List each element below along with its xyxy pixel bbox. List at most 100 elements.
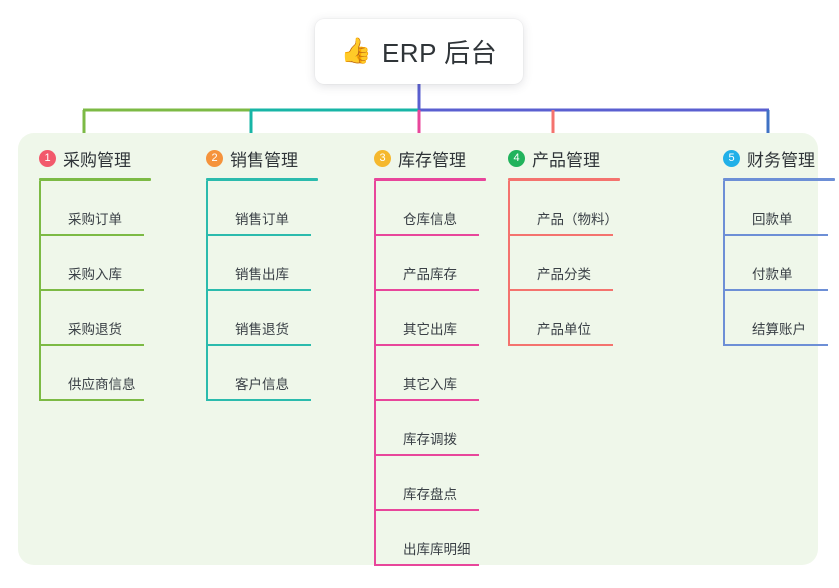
content-panel — [18, 133, 818, 565]
leaf-label: 供应商信息 — [68, 377, 136, 392]
leaf-list-5: 回款单付款单结算账户 — [723, 181, 828, 346]
column-underline-2 — [206, 178, 318, 181]
column-header-1[interactable]: 1 采购管理 — [18, 143, 185, 173]
leaf-list-4: 产品（物料） 产品分类产品单位 — [508, 181, 702, 346]
leaf-item[interactable]: 付款单 — [723, 236, 828, 291]
leaf-label: 产品单位 — [537, 322, 591, 337]
column-underline-3 — [374, 178, 486, 181]
leaf-underline — [39, 344, 144, 346]
leaf-label: 销售退货 — [235, 322, 289, 337]
column-3: 3 库存管理仓库信息产品库存其它出库其它入库库存调拨库存盘点出库库明细 — [353, 133, 487, 566]
leaf-item[interactable]: 产品分类 — [508, 236, 702, 291]
leaf-underline — [723, 344, 828, 346]
leaf-label: 结算账户 — [752, 322, 806, 337]
leaf-item[interactable]: 回款单 — [723, 181, 828, 236]
leaf-label: 付款单 — [752, 267, 793, 282]
leaf-underline — [206, 289, 311, 291]
leaf-item[interactable]: 产品库存 — [374, 236, 487, 291]
leaf-label: 产品分类 — [537, 267, 591, 282]
column-header-2[interactable]: 2 销售管理 — [185, 143, 353, 173]
leaf-item[interactable]: 销售出库 — [206, 236, 353, 291]
leaf-underline — [206, 344, 311, 346]
leaf-item[interactable]: 其它出库 — [374, 291, 487, 346]
leaf-item[interactable]: 出库库明细 — [374, 511, 487, 566]
leaf-item[interactable]: 销售退货 — [206, 291, 353, 346]
leaf-underline — [374, 234, 479, 236]
leaf-underline — [508, 344, 613, 346]
root-title-card[interactable]: 👍 ERP 后台 — [315, 19, 523, 84]
leaf-item[interactable]: 仓库信息 — [374, 181, 487, 236]
column-underline-4 — [508, 178, 620, 181]
leaf-label: 销售出库 — [235, 267, 289, 282]
leaf-underline — [374, 399, 479, 401]
column-spine-4 — [508, 181, 510, 346]
column-spine-2 — [206, 181, 208, 401]
leaf-underline — [723, 289, 828, 291]
leaf-underline — [374, 289, 479, 291]
leaf-label: 其它出库 — [403, 322, 457, 337]
leaf-item[interactable]: 库存盘点 — [374, 456, 487, 511]
column-title-4: 产品管理 — [532, 150, 600, 170]
leaf-label: 产品库存 — [403, 267, 457, 282]
column-badge-5: 5 — [723, 149, 740, 167]
leaf-underline — [39, 399, 144, 401]
leaf-label: 库存调拨 — [403, 432, 457, 447]
column-underline-5 — [723, 178, 835, 181]
leaf-list-2: 销售订单销售出库销售退货客户信息 — [206, 181, 353, 401]
leaf-underline — [374, 509, 479, 511]
column-underline-1 — [39, 178, 151, 181]
column-2: 2 销售管理销售订单销售出库销售退货客户信息 — [185, 133, 353, 565]
column-badge-2: 2 — [206, 149, 223, 167]
leaf-underline — [374, 564, 479, 566]
leaf-label: 销售订单 — [235, 212, 289, 227]
leaf-label: 其它入库 — [403, 377, 457, 392]
column-title-2: 销售管理 — [230, 150, 298, 170]
column-badge-3: 3 — [374, 149, 391, 167]
thumbs-up-icon: 👍 — [340, 37, 372, 65]
column-title-5: 财务管理 — [747, 150, 815, 170]
leaf-item[interactable]: 采购退货 — [39, 291, 185, 346]
leaf-list-1: 采购订单采购入库采购退货供应商信息 — [39, 181, 185, 401]
leaf-underline — [374, 454, 479, 456]
column-badge-4: 4 — [508, 149, 525, 167]
column-header-5[interactable]: 5 财务管理 — [702, 143, 818, 173]
leaf-label: 客户信息 — [235, 377, 289, 392]
column-spine-1 — [39, 181, 41, 401]
leaf-label: 回款单 — [752, 212, 793, 227]
leaf-item[interactable]: 其它入库 — [374, 346, 487, 401]
leaf-underline — [374, 344, 479, 346]
leaf-item[interactable]: 产品单位 — [508, 291, 702, 346]
leaf-underline — [39, 289, 144, 291]
column-title-1: 采购管理 — [63, 150, 131, 170]
column-5: 5 财务管理回款单付款单结算账户 — [702, 133, 835, 565]
leaf-underline — [206, 234, 311, 236]
leaf-label: 采购入库 — [68, 267, 122, 282]
column-title-3: 库存管理 — [398, 150, 466, 170]
leaf-label: 仓库信息 — [403, 212, 457, 227]
leaf-item[interactable]: 库存调拨 — [374, 401, 487, 456]
leaf-label: 产品（物料） — [537, 212, 618, 227]
column-1: 1 采购管理采购订单采购入库采购退货供应商信息 — [18, 133, 185, 565]
leaf-label: 采购退货 — [68, 322, 122, 337]
leaf-item[interactable]: 销售订单 — [206, 181, 353, 236]
leaf-list-3: 仓库信息产品库存其它出库其它入库库存调拨库存盘点出库库明细 — [374, 181, 487, 566]
leaf-item[interactable]: 供应商信息 — [39, 346, 185, 401]
leaf-item[interactable]: 采购入库 — [39, 236, 185, 291]
leaf-label: 出库库明细 — [403, 542, 471, 557]
column-header-3[interactable]: 3 库存管理 — [353, 143, 487, 173]
leaf-underline — [206, 399, 311, 401]
leaf-item[interactable]: 产品（物料） — [508, 181, 702, 236]
root-title: ERP 后台 — [381, 38, 498, 68]
column-badge-1: 1 — [39, 149, 56, 167]
leaf-item[interactable]: 结算账户 — [723, 291, 828, 346]
column-container: 1 采购管理采购订单采购入库采购退货供应商信息 2 销售管理销售订单销售出库销售退货客… — [18, 133, 835, 566]
leaf-underline — [508, 289, 613, 291]
leaf-label: 采购订单 — [68, 212, 122, 227]
leaf-item[interactable]: 采购订单 — [39, 181, 185, 236]
leaf-item[interactable]: 客户信息 — [206, 346, 353, 401]
leaf-underline — [508, 234, 613, 236]
leaf-underline — [723, 234, 828, 236]
column-header-4[interactable]: 4 产品管理 — [487, 143, 702, 173]
column-spine-3 — [374, 181, 376, 566]
